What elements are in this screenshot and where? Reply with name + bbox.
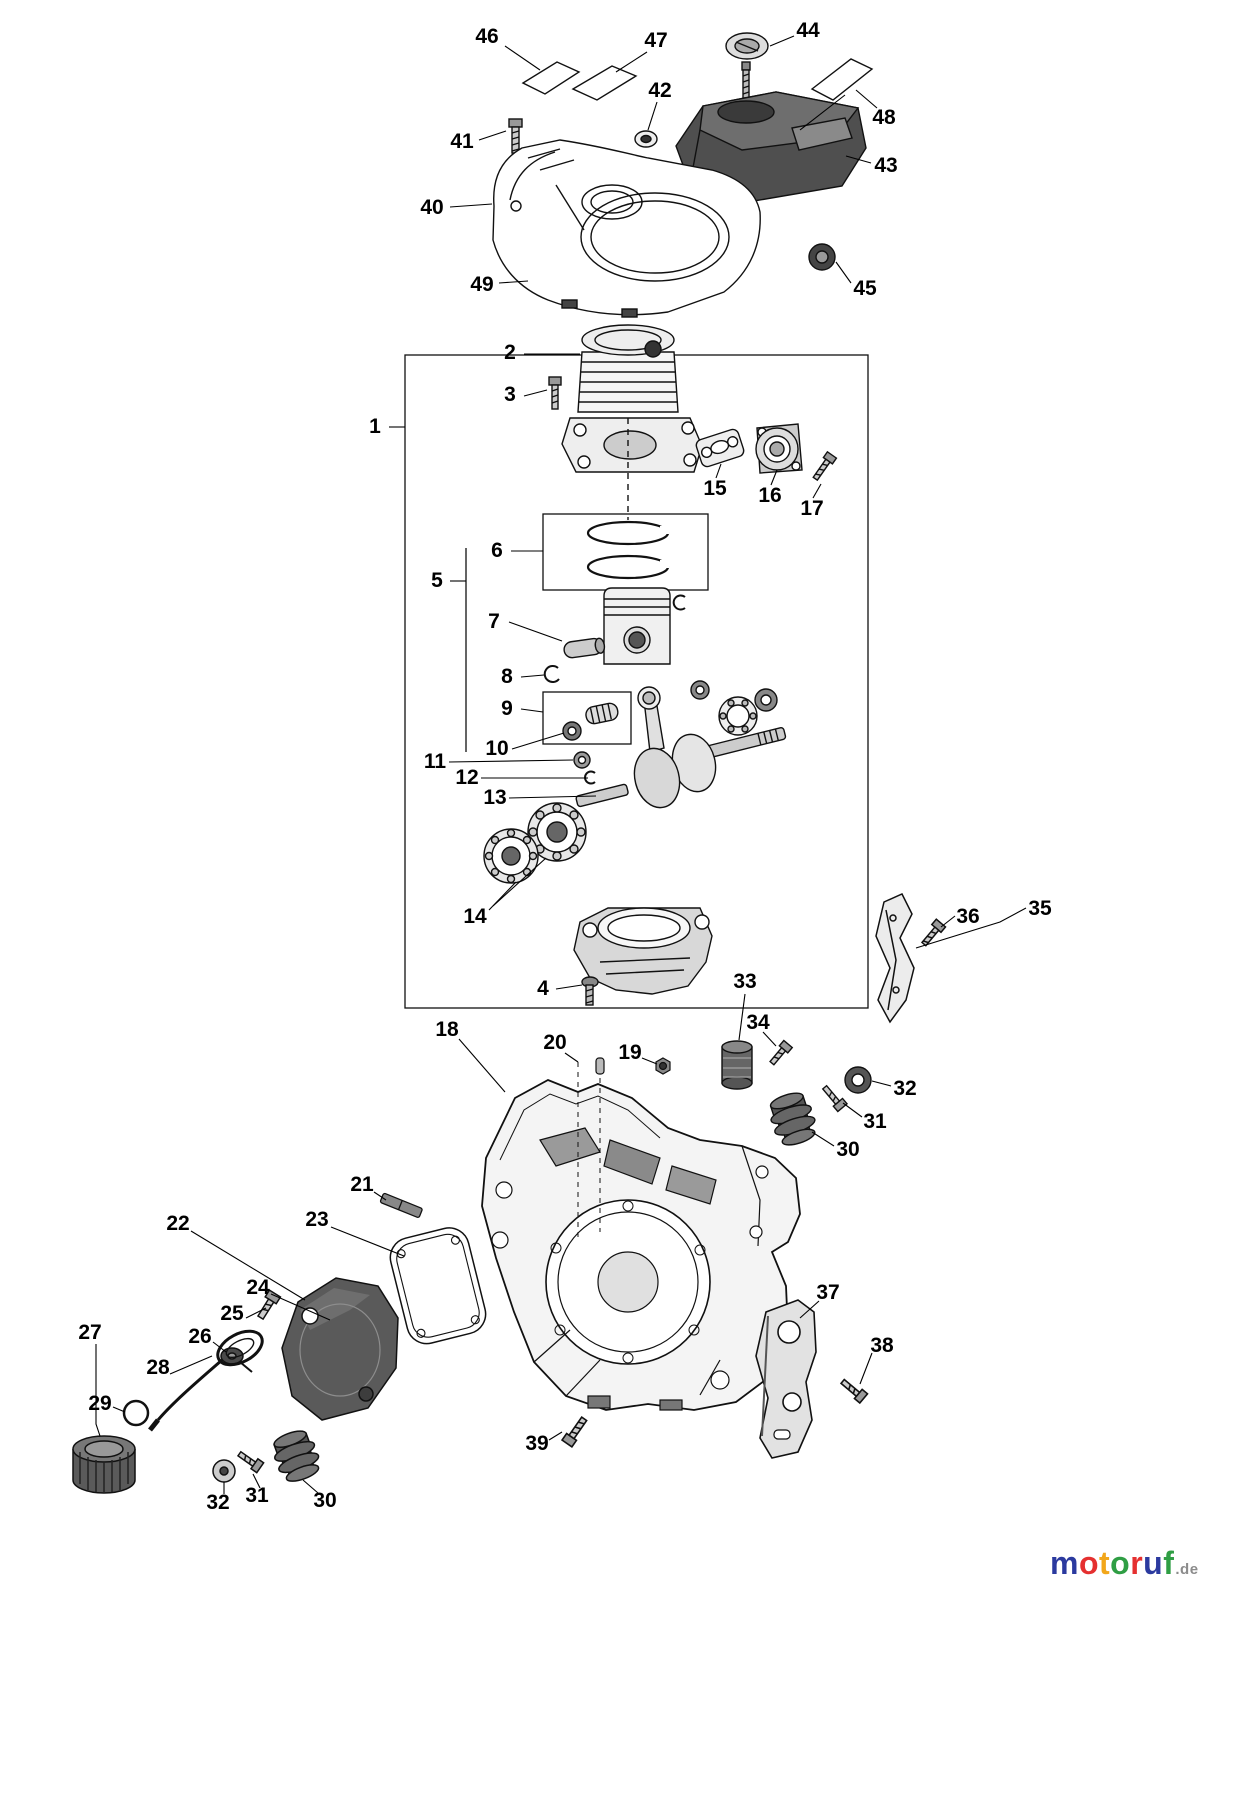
part-33-isolator [721, 1040, 753, 1090]
part-22-side-cover [281, 1277, 399, 1421]
leader-lines [95, 35, 1027, 1494]
part-23-gasket [389, 1227, 487, 1345]
part-21-stud [379, 1192, 423, 1218]
part-14-main-bearings [483, 802, 587, 884]
part-9-needle-bearing [585, 702, 619, 725]
site-logo-word: motoruf [1050, 1545, 1175, 1581]
part-3-screw [548, 376, 562, 410]
part-4-crankcase-half [573, 907, 713, 995]
part-41-screw [508, 118, 523, 154]
part-13-crankshaft [575, 680, 787, 809]
part-17-screw [812, 450, 838, 482]
part-27-oil-cap [72, 1435, 136, 1494]
part-16-intake-boot [755, 423, 803, 474]
part-46-decal [521, 61, 581, 95]
part-28-dipstick [148, 1329, 264, 1432]
part-32-grommet-right [844, 1066, 872, 1094]
part-32-washer-bottom [212, 1459, 236, 1483]
part-7-piston [563, 587, 671, 665]
part-6-piston-rings [586, 520, 670, 580]
part-48-decal [810, 58, 874, 101]
site-logo[interactable]: motoruf.de [1050, 1545, 1199, 1582]
part-29-o-ring [122, 1399, 150, 1427]
group-9-box [542, 691, 632, 745]
part-8-pin-clip [543, 594, 686, 684]
part-10-washer [562, 721, 591, 769]
part-15-gasket [695, 428, 745, 468]
part-38-screw [839, 1378, 869, 1405]
part-40-engine-cover [492, 139, 761, 318]
part-37-bracket [755, 1299, 817, 1459]
part-36-screw [920, 918, 947, 947]
part-35-plate [875, 893, 915, 1024]
part-25-screw [256, 1289, 282, 1321]
part-20-pin [577, 1057, 605, 1238]
part-2-cylinder [561, 324, 703, 520]
part-45-grommet [808, 243, 836, 271]
part-31-screw-bottom [236, 1450, 265, 1474]
part-39-screw [560, 1416, 588, 1449]
part-47-decal [571, 65, 638, 101]
part-31-screw-right [821, 1084, 849, 1113]
part-42-grommet [634, 130, 658, 148]
part-30-buffer-right [769, 1092, 816, 1146]
part-34-screw [769, 1039, 794, 1066]
part-44-fuel-cap [725, 32, 769, 99]
part-19-nut [655, 1057, 671, 1075]
site-logo-suffix: .de [1175, 1561, 1199, 1578]
part-30-buffer-bottom [273, 1430, 320, 1482]
part-18-crankcase [481, 1079, 801, 1411]
part-4-screw [581, 976, 599, 1006]
